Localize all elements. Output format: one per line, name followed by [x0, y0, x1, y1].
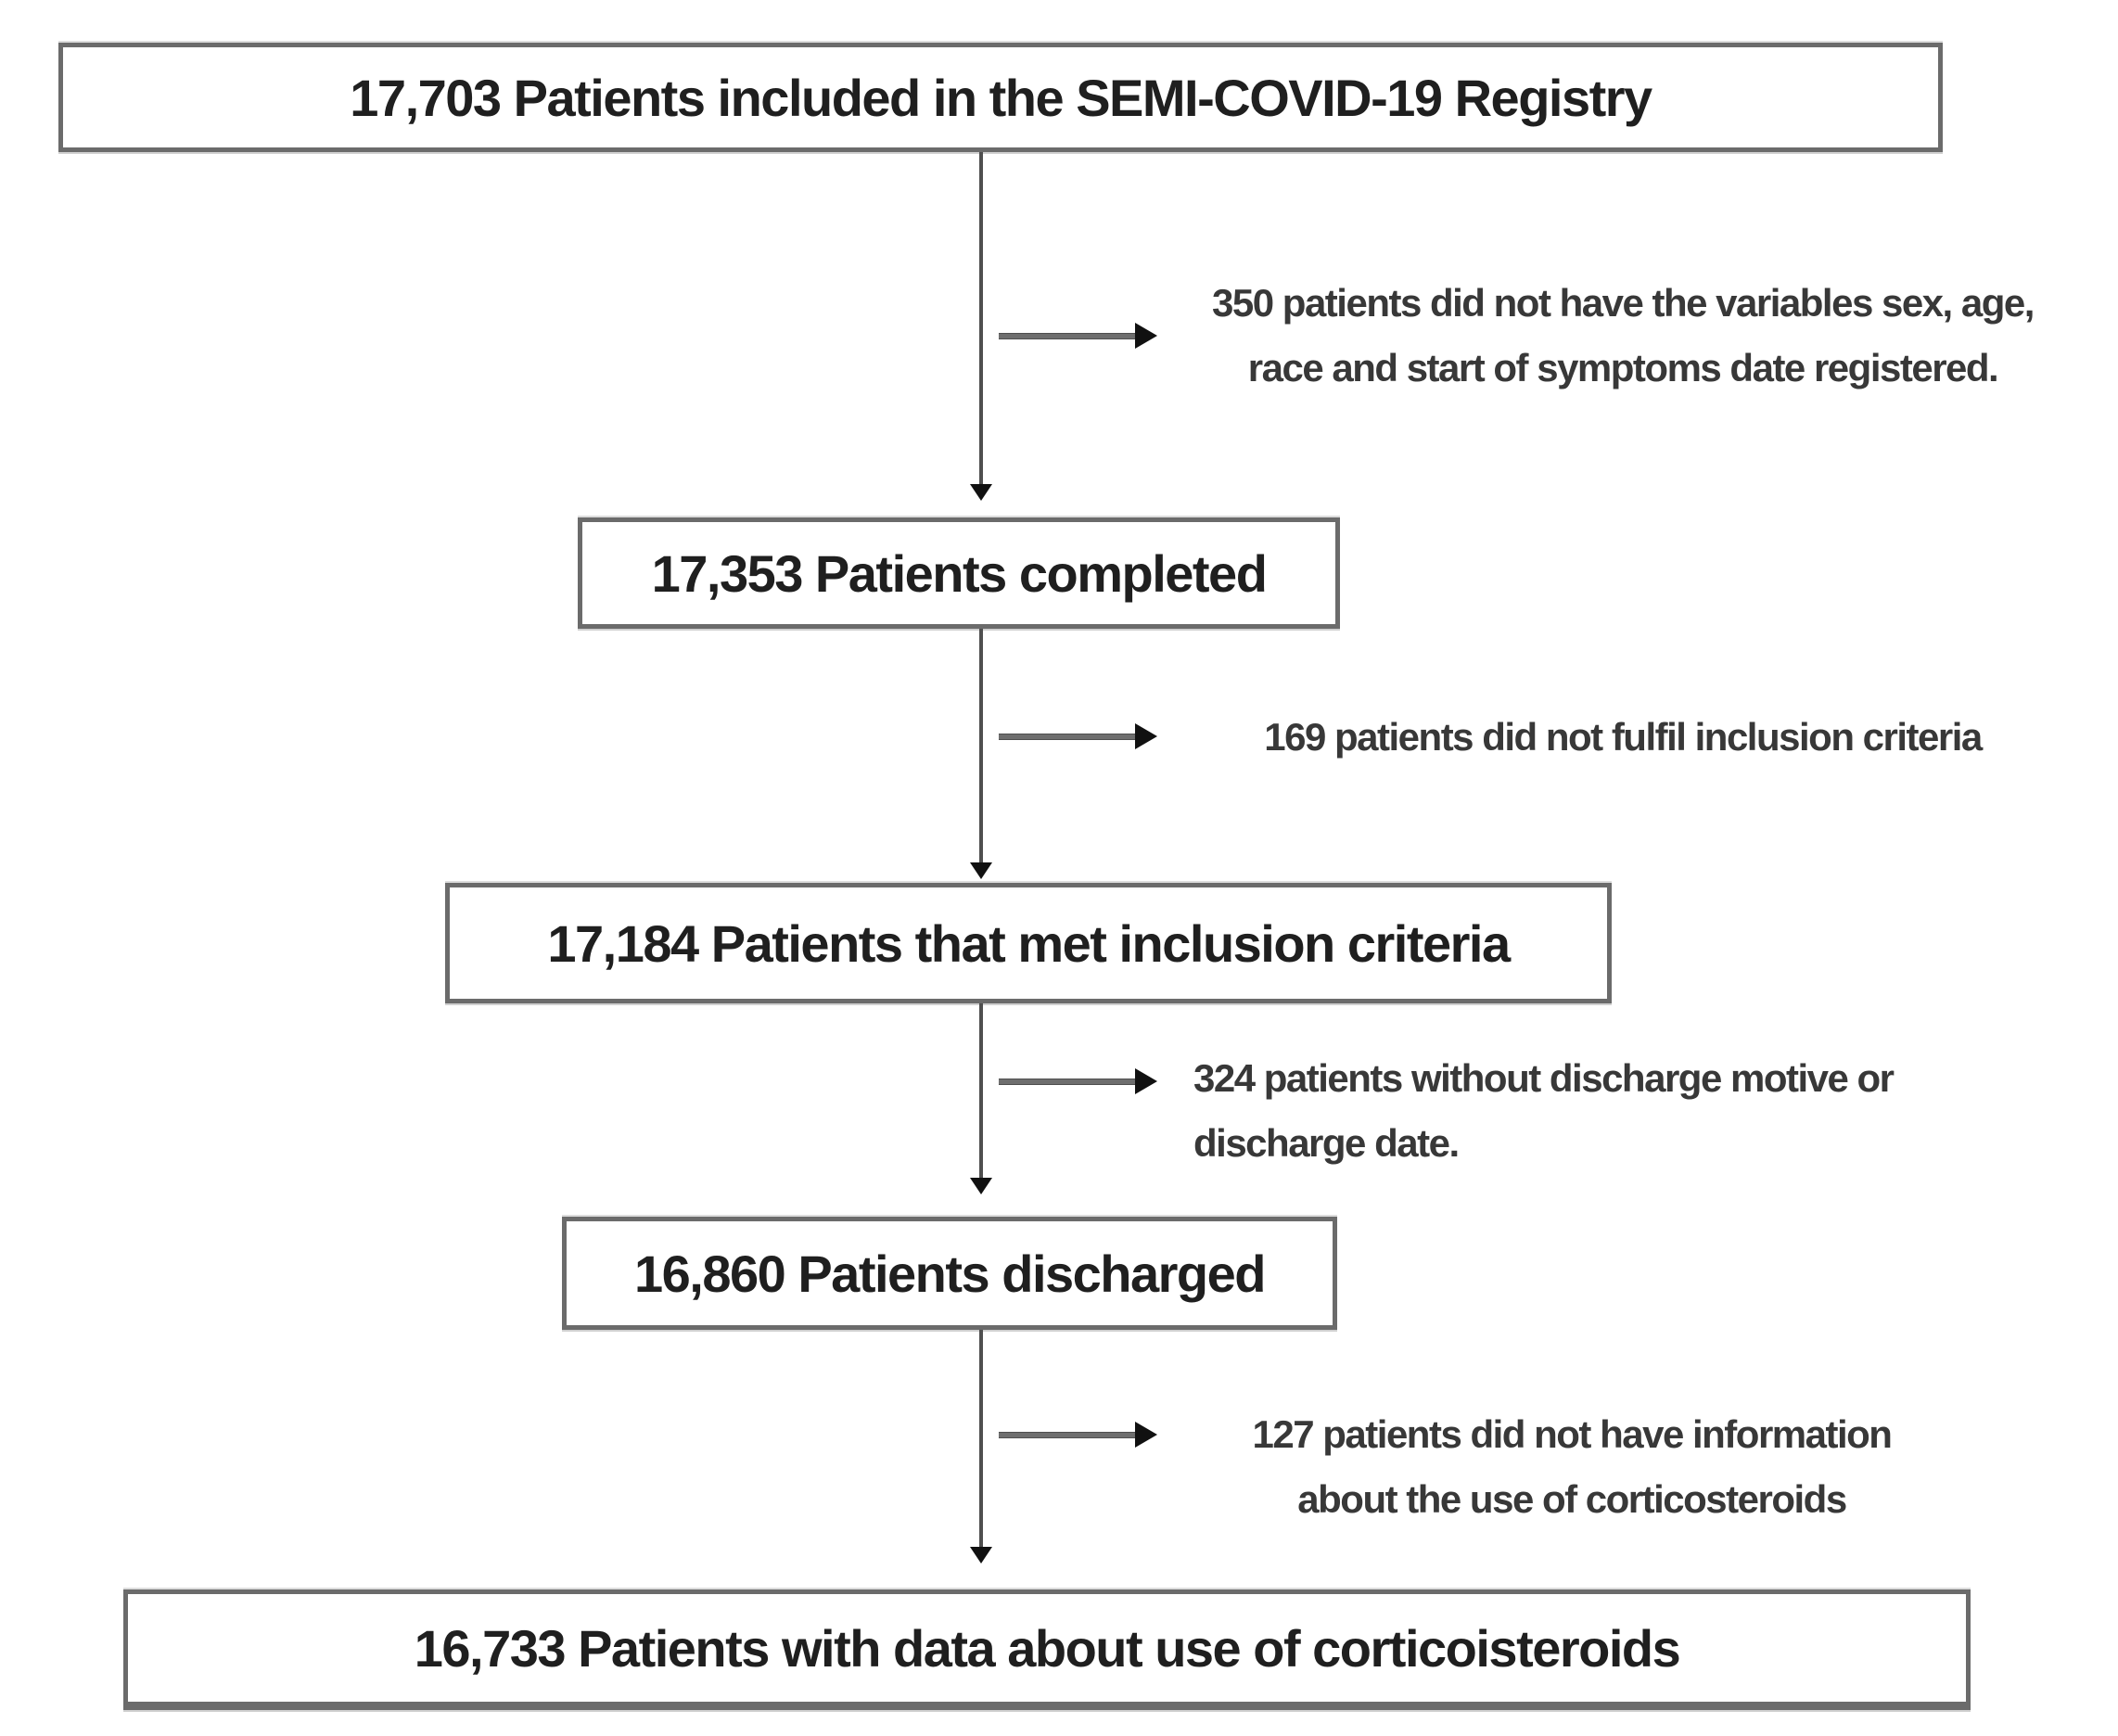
down-arrow-head-icon-1	[970, 484, 992, 501]
down-arrow-line-4	[979, 1330, 983, 1551]
branch-arrow-line-3	[999, 1079, 1138, 1085]
down-arrow-head-icon-3	[970, 1178, 992, 1194]
box-registry-total: 17,703 Patients included in the SEMI-COV…	[58, 43, 1943, 152]
exclusion-note-discharge-info: 324 patients without discharge motive or…	[1193, 1056, 1895, 1165]
down-arrow-head-icon-2	[970, 862, 992, 879]
right-arrow-head-icon-1	[1135, 323, 1157, 349]
down-arrow-head-icon-4	[970, 1547, 992, 1564]
box-patients-completed: 17,353 Patients completed	[578, 517, 1340, 629]
box-patients-discharged: 16,860 Patients discharged	[562, 1217, 1337, 1330]
box-met-inclusion-criteria: 17,184 Patients that met inclusion crite…	[445, 883, 1612, 1003]
box-corticosteroid-data: 16,733 Patients with data about use of c…	[123, 1589, 1971, 1710]
right-arrow-head-icon-4	[1135, 1422, 1157, 1448]
down-arrow-line-2	[979, 629, 983, 866]
exclusion-note-missing-variables: 350 patients did not have the variables …	[1212, 281, 2035, 389]
down-arrow-line-1	[979, 152, 983, 486]
right-arrow-head-icon-3	[1135, 1068, 1157, 1094]
down-arrow-line-3	[979, 1003, 983, 1181]
exclusion-note-corticosteroid-info: 127 patients did not have information ab…	[1252, 1412, 1893, 1521]
right-arrow-head-icon-2	[1135, 723, 1157, 749]
branch-arrow-line-4	[999, 1432, 1138, 1438]
branch-arrow-line-1	[999, 333, 1138, 339]
exclusion-note-inclusion-criteria: 169 patients did not fulfil inclusion cr…	[1264, 715, 1983, 759]
branch-arrow-line-2	[999, 734, 1138, 740]
